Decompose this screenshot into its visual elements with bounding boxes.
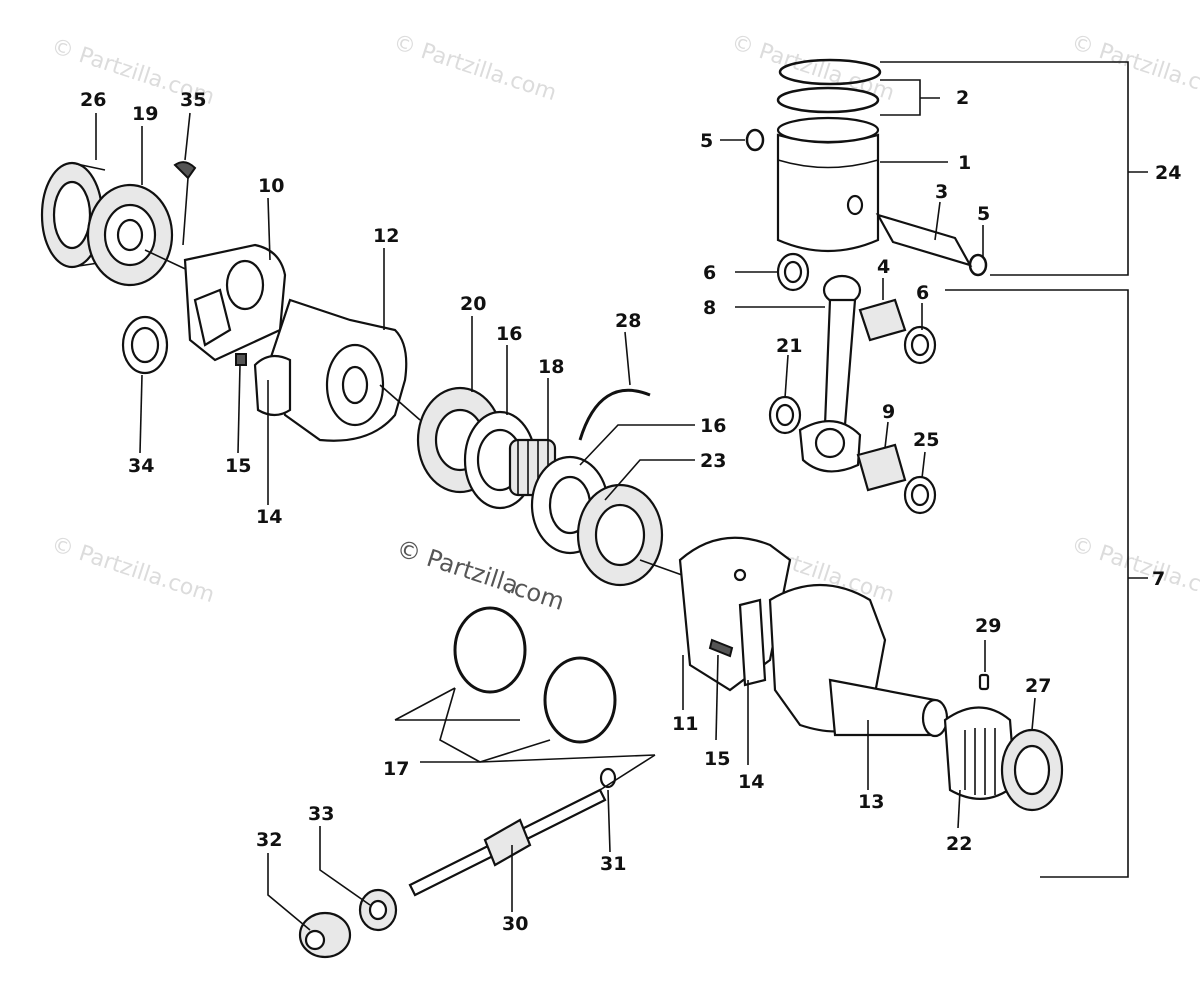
callout-17: 17 (383, 758, 409, 780)
needle-bearing-9 (856, 443, 907, 492)
piston-pin-3 (875, 213, 973, 267)
callout-31: 31 (600, 853, 626, 875)
callout-29: 29 (975, 615, 1001, 637)
crank-web-12 (268, 298, 421, 442)
callout-26: 26 (80, 89, 106, 111)
ball-bearing-23 (576, 483, 664, 587)
watermark-text: © Partzilla.com (1068, 532, 1200, 608)
callout-25: 25 (913, 429, 939, 451)
leader-lines (95, 61, 1148, 931)
crank-web-10 (144, 243, 287, 362)
drive-shaft-30 (408, 788, 607, 897)
crank-web-11 (639, 536, 792, 692)
callout-labels: 26 19 35 10 12 34 15 14 20 16 18 28 16 2… (80, 87, 1181, 935)
callout-15: 15 (225, 455, 251, 477)
callout-6: 6 (703, 262, 716, 284)
connecting-rod-8 (798, 274, 862, 473)
washer-25 (903, 475, 937, 515)
callout-23: 23 (700, 450, 726, 472)
callout-24: 24 (1155, 162, 1181, 184)
watermark-text: © Partzilla.com (48, 532, 217, 608)
callout-8: 8 (703, 297, 716, 319)
watermark-text: © Partzilla.com (390, 30, 559, 106)
crank-pin-14 (253, 354, 292, 417)
callout-16b: 16 (700, 415, 726, 437)
piston-1 (776, 116, 880, 253)
washer-21 (768, 395, 802, 435)
callout-11: 11 (672, 713, 698, 735)
callout-20: 20 (460, 293, 486, 315)
callout-12: 12 (373, 225, 399, 247)
oil-seal-27 (1000, 728, 1064, 812)
callout-21: 21 (776, 335, 802, 357)
callout-1: 1 (958, 152, 971, 174)
callout-14: 14 (256, 506, 282, 528)
piston-rings-2 (776, 58, 882, 114)
circlip-5a (745, 128, 765, 152)
callout-28: 28 (615, 310, 641, 332)
callout-35: 35 (180, 89, 206, 111)
callout-7: 7 (1152, 568, 1165, 590)
seal-32 (298, 911, 352, 959)
callout-3: 3 (935, 181, 948, 203)
callout-4: 4 (877, 256, 890, 278)
callout-34: 34 (128, 455, 154, 477)
callout-33: 33 (308, 803, 334, 825)
callout-9: 9 (882, 401, 895, 423)
callout-10: 10 (258, 175, 284, 197)
callout-19: 19 (132, 103, 158, 125)
circlip-5b (968, 253, 988, 277)
watermark-text: © Partzilla.com (1068, 30, 1200, 106)
watermark-center-suffix: .com (503, 571, 568, 616)
callout-27: 27 (1025, 675, 1051, 697)
circlip-28 (578, 388, 651, 441)
pin-29 (978, 673, 990, 691)
callout-2: 2 (956, 87, 969, 109)
oil-seal-26 (40, 161, 106, 269)
callout-22: 22 (946, 833, 972, 855)
callout-6b: 6 (916, 282, 929, 304)
ball-bearing-19 (86, 183, 174, 287)
callout-15b: 15 (704, 748, 730, 770)
bearing-33 (358, 888, 398, 932)
callout-32: 32 (256, 829, 282, 851)
callout-5b: 5 (977, 203, 990, 225)
crank-web-13 (768, 584, 949, 738)
bolt-15 (235, 353, 247, 366)
o-rings-17 (453, 606, 617, 744)
callout-18: 18 (538, 356, 564, 378)
crank-pin-14b (708, 598, 767, 687)
callout-30: 30 (502, 913, 528, 935)
washer-34 (121, 315, 169, 375)
woodruff-key-35 (173, 161, 197, 180)
callout-5: 5 (700, 130, 713, 152)
watermark-center: © Partzilla (393, 534, 522, 600)
washer-6a (776, 252, 810, 292)
needle-bearing-4 (858, 298, 907, 342)
bolt-15b (708, 638, 734, 658)
callout-16: 16 (496, 323, 522, 345)
callout-13: 13 (858, 791, 884, 813)
washer-6b (903, 325, 937, 365)
callout-14b: 14 (738, 771, 764, 793)
